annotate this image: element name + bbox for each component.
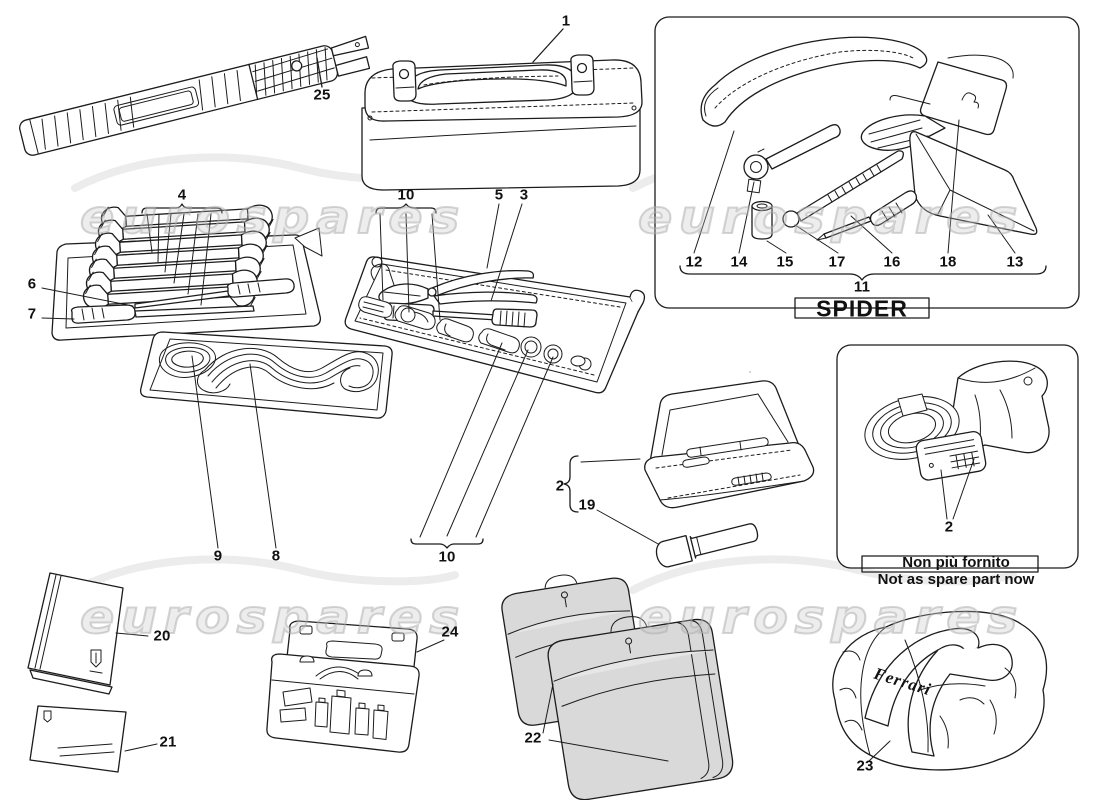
callout-11: 11 <box>853 278 871 296</box>
callout-19: 19 <box>578 496 596 514</box>
callout-10-top: 10 <box>397 186 415 204</box>
small-parts-tray-drawing <box>344 203 751 549</box>
watermark-text: eurospares <box>637 189 1024 245</box>
not-supplied-line-english: Not as spare part now <box>877 571 1035 588</box>
spider-box-drawing <box>654 16 1080 319</box>
belt-tray-drawing <box>139 331 393 549</box>
callout-22: 22 <box>524 729 542 747</box>
care-kit-case-drawing <box>266 620 445 753</box>
callout-2-case: 2 <box>555 477 565 495</box>
callout-4: 4 <box>177 186 187 204</box>
callout-12: 12 <box>685 253 703 271</box>
callout-18: 18 <box>939 253 957 271</box>
callout-15: 15 <box>776 253 794 271</box>
callout-20: 20 <box>153 627 171 645</box>
callout-24: 24 <box>441 623 459 641</box>
callout-23: 23 <box>856 757 874 775</box>
callout-3: 3 <box>519 186 529 204</box>
callout-14: 14 <box>730 253 748 271</box>
callout-21: 21 <box>159 733 177 751</box>
not-supplied-box-drawing <box>836 344 1079 573</box>
not-supplied-note: Non più fornito Not as spare part now <box>878 554 1035 588</box>
tool-bag-drawing <box>361 28 643 191</box>
callout-16: 16 <box>883 253 901 271</box>
document-envelope-drawing <box>29 705 158 773</box>
watermark-text: eurospares <box>79 189 466 245</box>
callout-9: 9 <box>213 547 223 565</box>
spider-box-title: SPIDER <box>816 295 908 322</box>
callout-13: 13 <box>1006 253 1024 271</box>
suitcases-drawing <box>501 574 734 800</box>
not-supplied-line-italian: Non più fornito <box>902 554 1010 571</box>
watermark-text: eurospares <box>637 589 1024 645</box>
callout-17: 17 <box>828 253 846 271</box>
wrench-tray-drawing <box>41 197 323 341</box>
sill-tool-drawing <box>19 35 371 156</box>
small-case-drawing <box>563 380 815 568</box>
callout-10-bottom: 10 <box>438 548 456 566</box>
callout-1: 1 <box>561 12 571 30</box>
callout-6: 6 <box>27 275 37 293</box>
callout-7: 7 <box>27 305 37 323</box>
duffel-bag-drawing <box>832 610 1048 771</box>
owners-book-drawing <box>27 572 149 695</box>
leader-1 <box>532 28 564 63</box>
leader-25 <box>316 57 323 88</box>
watermark-text: eurospares <box>79 589 466 645</box>
callout-5: 5 <box>494 186 504 204</box>
callout-25: 25 <box>313 86 331 104</box>
callout-8: 8 <box>271 547 281 565</box>
callout-2-bag: 2 <box>944 518 954 536</box>
